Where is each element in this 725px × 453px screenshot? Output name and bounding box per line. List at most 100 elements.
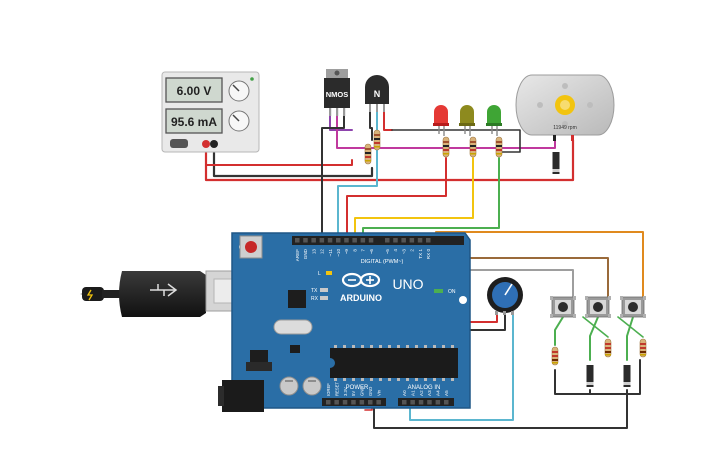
header-pin[interactable] xyxy=(334,400,339,405)
header-pin[interactable] xyxy=(327,238,333,243)
chip-pin xyxy=(397,345,400,348)
pushbutton-3[interactable] xyxy=(619,295,647,319)
header-pin[interactable] xyxy=(410,400,415,405)
wire-npn-red[interactable] xyxy=(383,107,393,131)
button-diode-1[interactable] xyxy=(586,365,594,387)
chip-pin xyxy=(451,345,454,348)
header-pin[interactable] xyxy=(393,238,398,243)
power-led-icon xyxy=(250,77,254,81)
header-pin[interactable] xyxy=(368,238,374,243)
pulldown-resistor-3[interactable] xyxy=(639,338,647,358)
header-pin[interactable] xyxy=(342,400,348,405)
pushbutton-2[interactable] xyxy=(584,295,612,319)
header-pin[interactable] xyxy=(368,400,373,405)
analog-pin-label: A4 xyxy=(436,390,441,396)
header-pin[interactable] xyxy=(376,400,381,405)
motor-flyback-diode[interactable] xyxy=(552,152,560,174)
chip-pin xyxy=(388,345,391,348)
header-pin[interactable] xyxy=(326,400,331,405)
analog-pin-label: A0 xyxy=(402,390,407,396)
uno-wordmark: UNO xyxy=(392,276,423,292)
wire-nmos-black[interactable] xyxy=(321,107,345,238)
pulldown-resistor-2[interactable] xyxy=(604,338,612,358)
header-pin[interactable] xyxy=(417,238,423,243)
digital-header-label: DIGITAL (PWM~) xyxy=(361,259,404,265)
npn-transistor[interactable]: N xyxy=(365,75,389,112)
chip-pin xyxy=(361,345,364,348)
header-pin[interactable] xyxy=(344,238,349,243)
pulldown-resistor-1[interactable] xyxy=(551,346,559,366)
chip-pin xyxy=(334,345,337,348)
wire-button-green-cross[interactable] xyxy=(582,316,609,338)
power-supply[interactable]: 6.00 V 95.6 mA xyxy=(161,71,260,153)
wire-button2-green[interactable] xyxy=(589,316,599,361)
dc-motor[interactable]: 11949 rpm xyxy=(515,74,615,141)
chip-pin xyxy=(334,378,337,381)
digital-pin-label: 7 xyxy=(361,249,366,252)
header-pin[interactable] xyxy=(351,400,356,405)
led-red-resistor[interactable] xyxy=(442,136,450,158)
wire-nmos-purple[interactable] xyxy=(329,107,353,131)
wire-pot-cyan[interactable] xyxy=(409,312,514,421)
header-pin[interactable] xyxy=(426,238,431,243)
led-yellow-resistor[interactable] xyxy=(469,136,477,158)
wire-ground-bus[interactable] xyxy=(554,359,641,395)
digital-pin-label: ~3 xyxy=(401,249,406,255)
wire-led-ground[interactable] xyxy=(391,129,521,153)
digital-pin-label: 8 xyxy=(352,249,357,252)
power-pin-label: GND xyxy=(360,387,365,396)
wire-led-green[interactable] xyxy=(362,157,500,238)
base-resistor[interactable] xyxy=(364,143,372,165)
wire-led-yellow[interactable] xyxy=(354,157,474,238)
wire-supply-to-resistor[interactable] xyxy=(205,159,353,166)
led-red[interactable] xyxy=(433,105,449,136)
power-switch[interactable] xyxy=(170,139,188,148)
dc-power-jack[interactable] xyxy=(222,380,264,412)
led-green[interactable] xyxy=(486,105,502,136)
chip-pin xyxy=(361,378,364,381)
wire-button1-green[interactable] xyxy=(554,316,564,346)
header-pin[interactable] xyxy=(418,400,424,405)
header-pin[interactable] xyxy=(427,400,432,405)
arduino-wordmark: ARDUINO xyxy=(340,293,382,303)
wire-npn-black[interactable] xyxy=(369,107,373,141)
digital-pin-label: ~6 xyxy=(369,249,374,255)
header-pin[interactable] xyxy=(385,238,390,243)
led-green-resistor[interactable] xyxy=(495,136,503,158)
header-pin[interactable] xyxy=(435,400,441,405)
header-pin[interactable] xyxy=(352,238,357,243)
wire-led-red[interactable] xyxy=(346,157,447,238)
current-readout: 95.6 mA xyxy=(171,115,217,129)
header-pin[interactable] xyxy=(311,238,316,243)
chip-pin xyxy=(343,378,346,381)
header-pin[interactable] xyxy=(360,238,366,243)
nmos-transistor[interactable]: NMOS xyxy=(324,69,350,116)
wire-supply-negative[interactable] xyxy=(212,143,374,178)
header-pin[interactable] xyxy=(359,400,365,405)
positive-terminal[interactable] xyxy=(202,140,210,148)
led-yellow[interactable] xyxy=(459,105,475,136)
header-pin[interactable] xyxy=(303,238,308,243)
npn-label: N xyxy=(374,89,381,99)
header-pin[interactable] xyxy=(401,238,406,243)
voltage-regulator xyxy=(246,362,272,371)
l-led-label: L xyxy=(318,271,321,277)
gate-resistor[interactable] xyxy=(373,129,381,151)
header-pin[interactable] xyxy=(402,400,407,405)
header-pin[interactable] xyxy=(295,238,300,243)
header-pin[interactable] xyxy=(319,238,325,243)
wire-button3-green[interactable] xyxy=(626,316,634,361)
wire-ground-bus-3[interactable] xyxy=(373,389,628,429)
button-diode-2[interactable] xyxy=(623,365,631,387)
arduino-uno-board[interactable]: L TX RX ARDUINO UNO ON xyxy=(218,232,471,412)
header-pin[interactable] xyxy=(444,400,449,405)
header-pin[interactable] xyxy=(336,238,341,243)
wire-button-green-cross-2[interactable] xyxy=(617,316,644,338)
atmega-pins xyxy=(334,345,454,381)
header-pin[interactable] xyxy=(409,238,415,243)
wire-supply-positive[interactable] xyxy=(204,138,575,182)
negative-terminal[interactable] xyxy=(210,140,218,148)
pushbutton-1[interactable] xyxy=(549,295,577,319)
potentiometer[interactable] xyxy=(487,277,523,315)
